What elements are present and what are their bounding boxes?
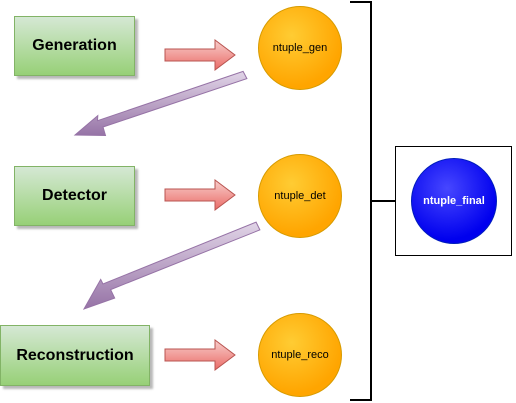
arrow-reconstruction-to-reco xyxy=(164,339,236,371)
ntuple-det-label: ntuple_det xyxy=(274,190,326,202)
merge-bracket xyxy=(350,1,372,401)
arrow-detector-to-det xyxy=(164,179,236,211)
stage-reconstruction-label: Reconstruction xyxy=(16,346,134,364)
stage-generation: Generation xyxy=(14,16,135,76)
stage-detector-label: Detector xyxy=(42,187,107,204)
ntuple-final-label: ntuple_final xyxy=(423,195,485,207)
ntuple-reco-node: ntuple_reco xyxy=(258,313,342,397)
stage-reconstruction: Reconstruction xyxy=(0,325,150,386)
arrow-det-to-reconstruction xyxy=(82,221,261,310)
final-container: ntuple_final xyxy=(395,146,512,256)
ntuple-reco-label: ntuple_reco xyxy=(271,349,329,361)
stage-generation-label: Generation xyxy=(32,37,117,54)
ntuple-gen-label: ntuple_gen xyxy=(272,42,328,54)
stage-detector: Detector xyxy=(14,166,135,226)
ntuple-gen-node: ntuple_gen xyxy=(258,6,342,90)
arrow-generation-to-gen xyxy=(164,39,236,71)
ntuple-det-node: ntuple_det xyxy=(258,154,342,238)
ntuple-final-node: ntuple_final xyxy=(411,158,497,244)
arrow-gen-to-detector xyxy=(73,70,248,137)
